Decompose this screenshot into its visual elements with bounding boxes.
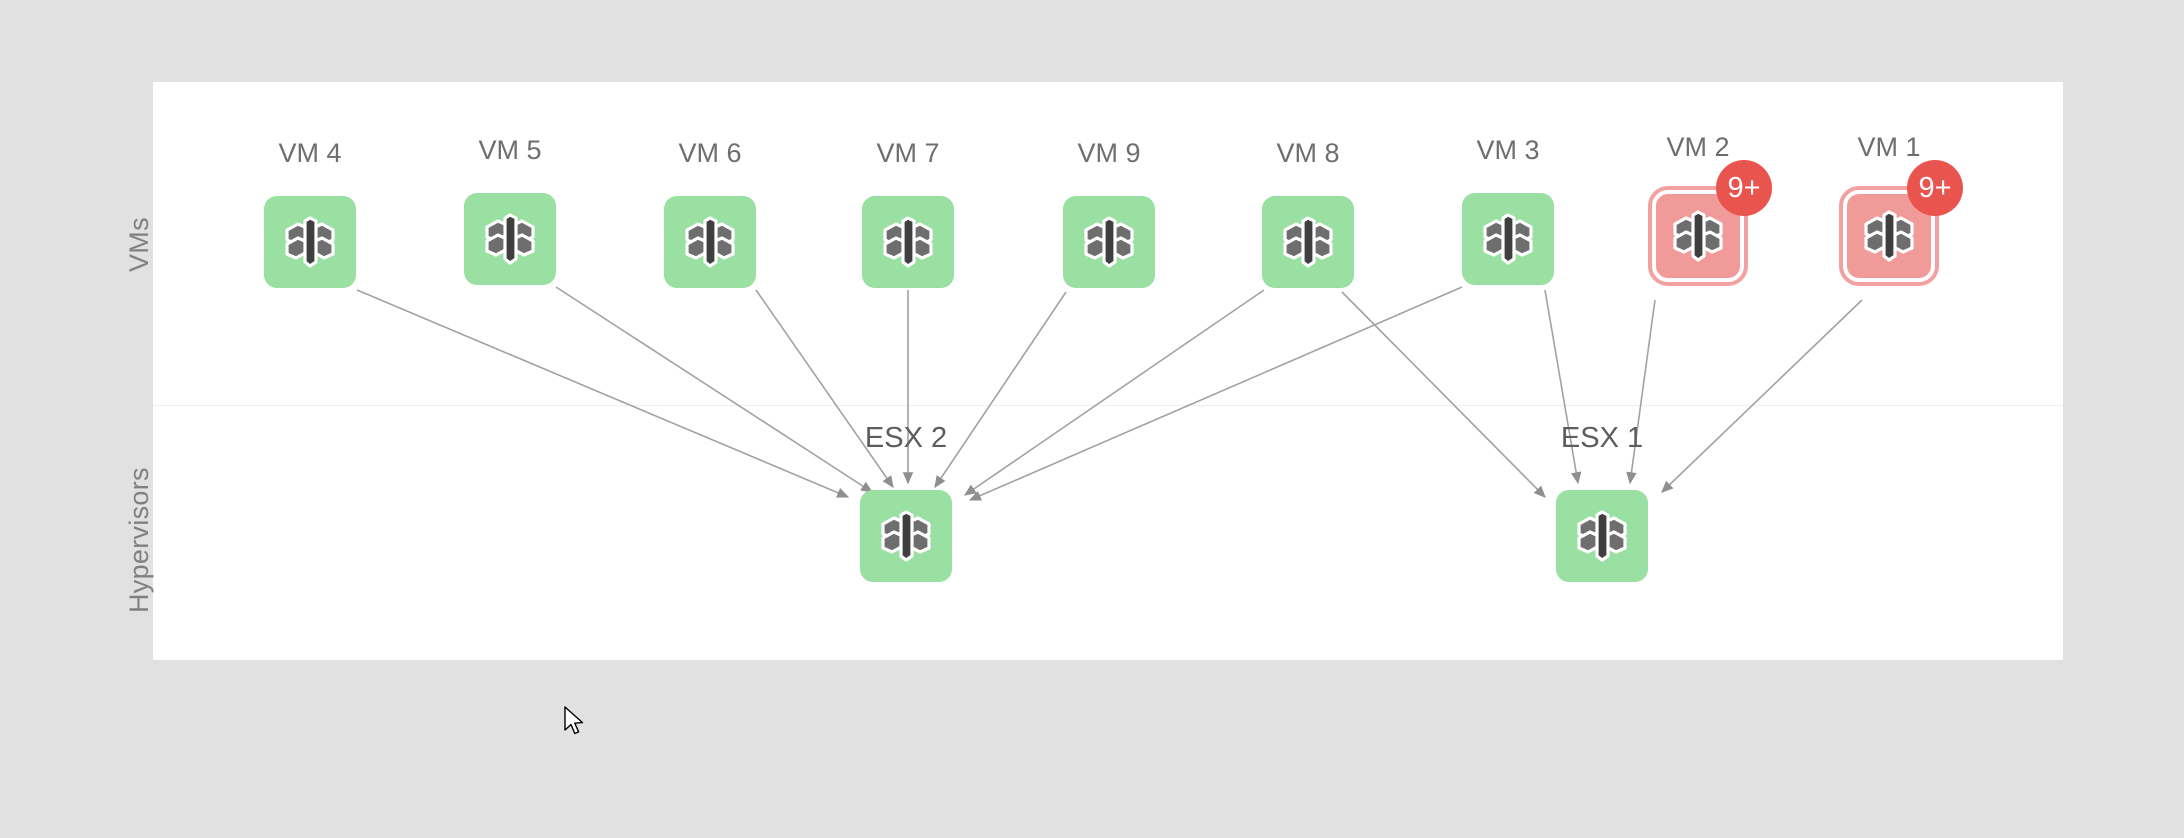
hypervisor-label-esx1: ESX 1: [1560, 422, 1644, 454]
vm-label-vm8: VM 8: [1276, 138, 1340, 168]
vm-node-vm1[interactable]: 9+: [1839, 160, 1963, 286]
vm-label-vm2: VM 2: [1666, 132, 1730, 162]
server-rack-icon: [883, 216, 933, 268]
server-rack-icon: [1673, 210, 1723, 262]
lane-divider: [153, 405, 2063, 406]
lane-label-vms: VMs: [124, 217, 154, 272]
hypervisor-node-esx2[interactable]: [860, 490, 952, 582]
alert-count-badge[interactable]: 9+: [1716, 160, 1772, 216]
hypervisor-node-esx1[interactable]: [1556, 490, 1648, 582]
mouse-pointer-icon: [564, 706, 584, 735]
vm-node-box[interactable]: [862, 196, 954, 288]
alert-count-badge[interactable]: 9+: [1907, 160, 1963, 216]
hypervisor-node-box[interactable]: [860, 490, 952, 582]
hypervisor-label-esx2: ESX 2: [864, 422, 948, 454]
vm-node-vm7[interactable]: [862, 196, 954, 288]
vm-node-box[interactable]: [264, 196, 356, 288]
vm-node-box[interactable]: [664, 196, 756, 288]
vm-node-vm8[interactable]: [1262, 196, 1354, 288]
vm-label-vm5: VM 5: [478, 135, 542, 165]
vm-node-vm2[interactable]: 9+: [1648, 160, 1772, 286]
vm-node-vm6[interactable]: [664, 196, 756, 288]
server-rack-icon: [1864, 210, 1914, 262]
server-rack-icon: [1577, 510, 1627, 562]
vm-label-vm6: VM 6: [678, 138, 742, 168]
vm-label-vm9: VM 9: [1077, 138, 1141, 168]
server-rack-icon: [1483, 213, 1533, 265]
vm-node-box[interactable]: [464, 193, 556, 285]
vm-node-box[interactable]: [1063, 196, 1155, 288]
vm-node-vm4[interactable]: [264, 196, 356, 288]
vm-node-vm9[interactable]: [1063, 196, 1155, 288]
server-rack-icon: [881, 510, 931, 562]
vm-label-vm3: VM 3: [1476, 135, 1540, 165]
vm-node-box[interactable]: [1462, 193, 1554, 285]
vm-label-vm4: VM 4: [278, 138, 342, 168]
hypervisor-node-box[interactable]: [1556, 490, 1648, 582]
server-rack-icon: [685, 216, 735, 268]
vm-node-vm5[interactable]: [464, 193, 556, 285]
vm-label-vm1: VM 1: [1857, 132, 1921, 162]
server-rack-icon: [285, 216, 335, 268]
server-rack-icon: [1084, 216, 1134, 268]
server-rack-icon: [1283, 216, 1333, 268]
lane-label-hypervisors: Hypervisors: [124, 467, 154, 613]
vm-node-box[interactable]: [1262, 196, 1354, 288]
vm-node-vm3[interactable]: [1462, 193, 1554, 285]
vm-label-vm7: VM 7: [876, 138, 940, 168]
server-rack-icon: [485, 213, 535, 265]
